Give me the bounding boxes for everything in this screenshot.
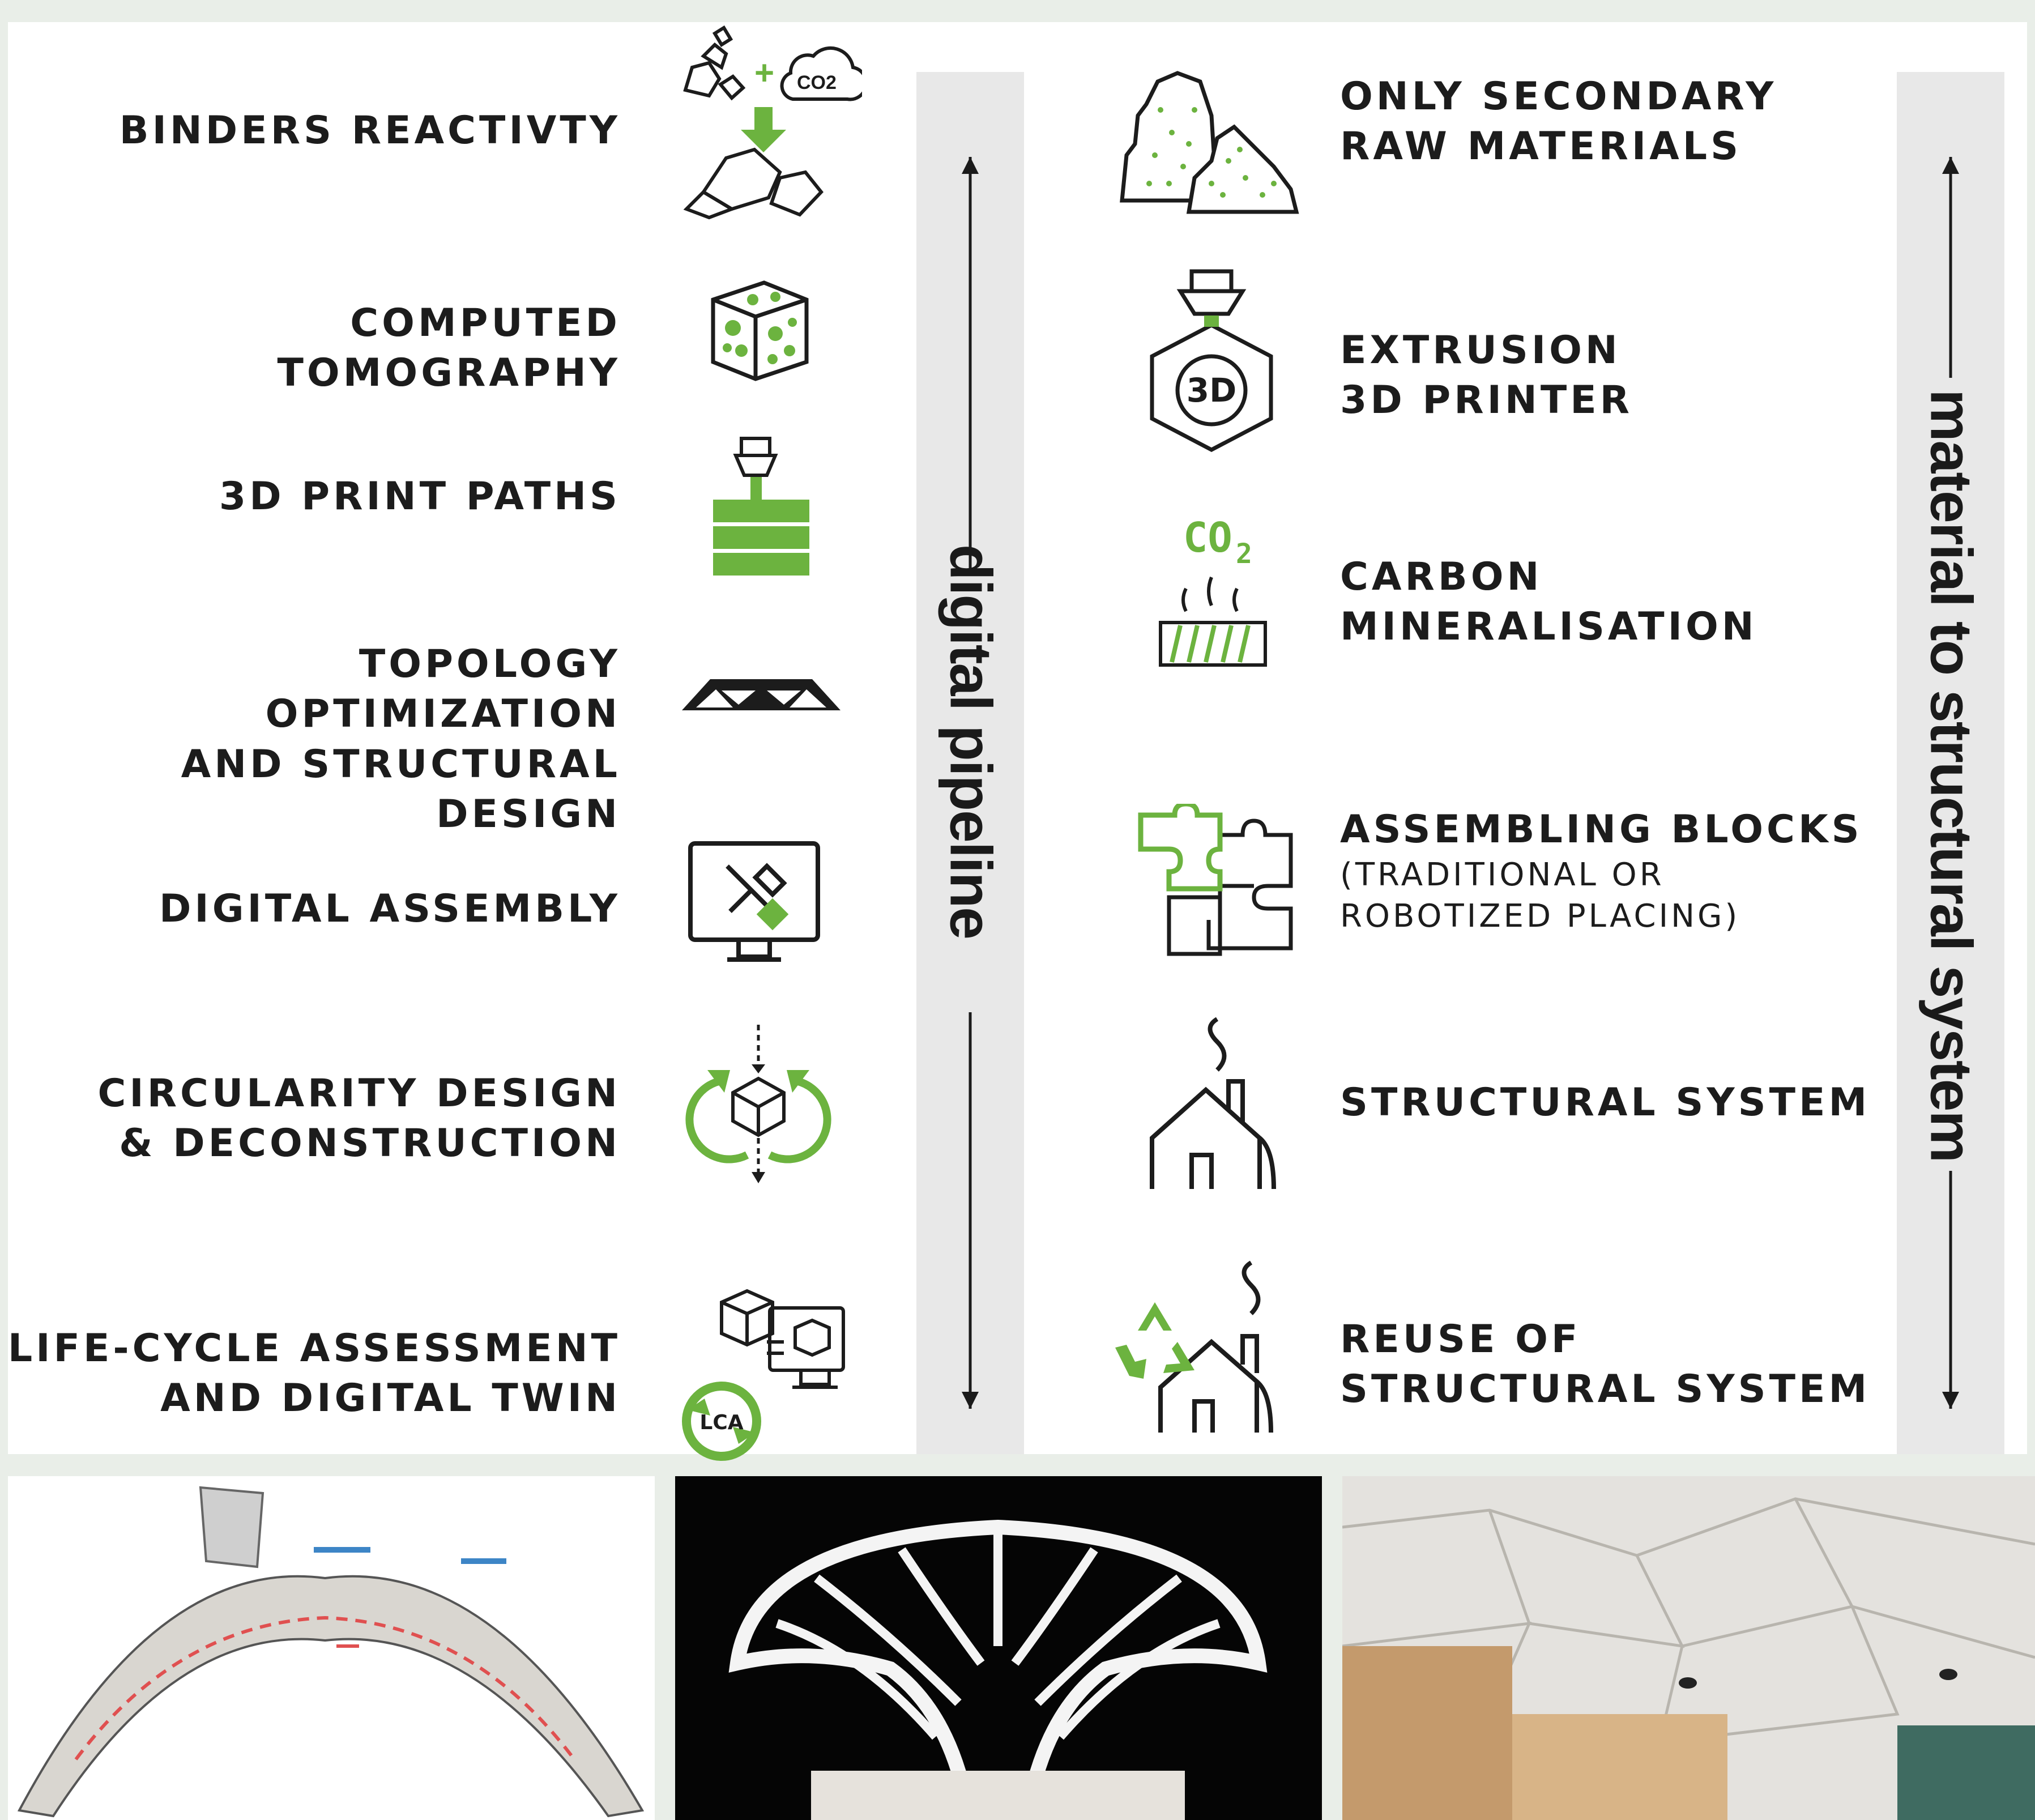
- label-3d-print-paths: 3D PRINT PATHS: [219, 474, 621, 519]
- co2-sub-text: 2: [1236, 538, 1252, 570]
- lca-text: LCA: [699, 1411, 743, 1434]
- material-system-arrow: [1942, 157, 1959, 1409]
- puzzle-blocks-icon: [1138, 804, 1293, 956]
- label-binders-reactivity: BINDERS REACTIVTY: [119, 108, 621, 153]
- label-digital-assembly: DIGITAL ASSEMBLY: [159, 886, 621, 931]
- co2-cloud-text: CO2: [797, 72, 837, 93]
- recycle-house-icon: [1115, 1260, 1273, 1433]
- extrusion-printer-icon: 3D: [1150, 269, 1273, 452]
- svg-text:+: +: [754, 54, 774, 92]
- left-labels-column: BINDERS REACTIVTY COMPUTED TOMOGRAPHY 3D…: [8, 22, 621, 1454]
- assembling-blocks-subtitle-2: ROBOTIZED PLACING): [1340, 898, 1740, 935]
- co2-mineralisation-icon: CO 2: [1159, 514, 1267, 667]
- ceiling-photo-image: [1342, 1476, 2035, 1820]
- assembling-blocks-subtitle-1: (TRADITIONAL OR: [1340, 856, 1665, 894]
- label-assembling-blocks: ASSEMBLING BLOCKS (TRADITIONAL OR ROBOTI…: [1340, 805, 1906, 937]
- material-system-label: material to structural system: [1918, 389, 1984, 1162]
- digital-pipeline-arrow: [962, 157, 979, 1409]
- digital-pipeline-label: digital pipeline: [937, 544, 1004, 939]
- printer-3d-text: 3D: [1187, 371, 1237, 410]
- ct-cube-icon: [711, 280, 809, 381]
- diagram-panel: BINDERS REACTIVTY COMPUTED TOMOGRAPHY 3D…: [8, 22, 2027, 1461]
- label-circularity-design: CIRCULARITY DESIGN& DECONSTRUCTION: [97, 1071, 621, 1166]
- monitor-tools-icon: [688, 841, 820, 962]
- tree-column-model-image: [675, 1476, 1322, 1820]
- rock-materials-icon: [1120, 71, 1299, 214]
- lca-digital-twin-icon: LCA: [682, 1289, 845, 1461]
- label-computed-tomography: COMPUTED TOMOGRAPHY: [277, 301, 621, 396]
- label-structural-system: STRUCTURAL SYSTEM: [1340, 1080, 1871, 1125]
- co2-big-text: CO: [1183, 514, 1232, 561]
- bridge-sketch-image: [8, 1476, 655, 1820]
- circular-arrows-icon: [685, 1025, 831, 1183]
- house-icon: [1150, 1017, 1276, 1190]
- print-paths-icon: [713, 437, 809, 576]
- binders-co2-icon: CO2 +: [683, 25, 862, 220]
- topology-shape-icon: [682, 679, 841, 710]
